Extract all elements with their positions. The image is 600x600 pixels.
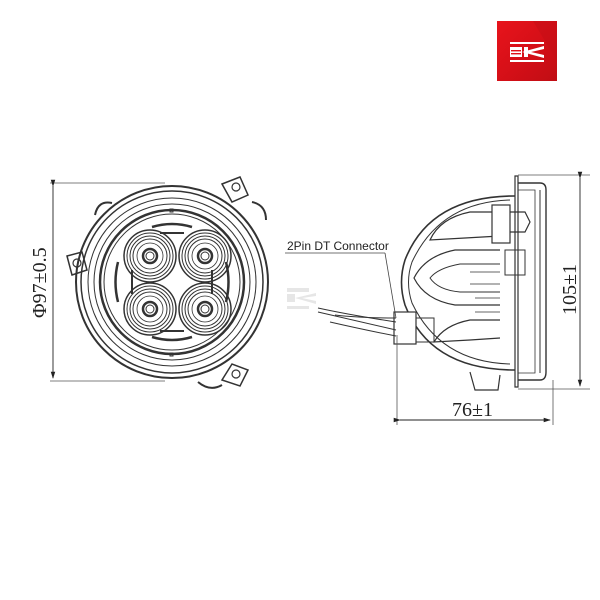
brand-logo bbox=[497, 21, 557, 81]
front-diameter-label: Φ97±0.5 bbox=[29, 247, 51, 318]
height-label: 105±1 bbox=[559, 264, 581, 315]
side-height-dimension: 105±1 bbox=[518, 171, 590, 390]
side-depth-dimension: 76±1 bbox=[393, 335, 554, 425]
front-diameter-dimension: Φ97±0.5 bbox=[29, 179, 165, 382]
mounting-tab-icon bbox=[66, 176, 267, 389]
connector-label: 2Pin DT Connector bbox=[287, 239, 389, 253]
connector-callout: 2Pin DT Connector bbox=[285, 239, 397, 319]
depth-label: 76±1 bbox=[452, 399, 493, 421]
k-logo-icon bbox=[510, 21, 557, 62]
side-view-lamp bbox=[317, 175, 547, 391]
front-view-lamp bbox=[66, 176, 269, 389]
led-icon bbox=[123, 229, 232, 336]
watermark-logo-icon bbox=[287, 288, 316, 309]
